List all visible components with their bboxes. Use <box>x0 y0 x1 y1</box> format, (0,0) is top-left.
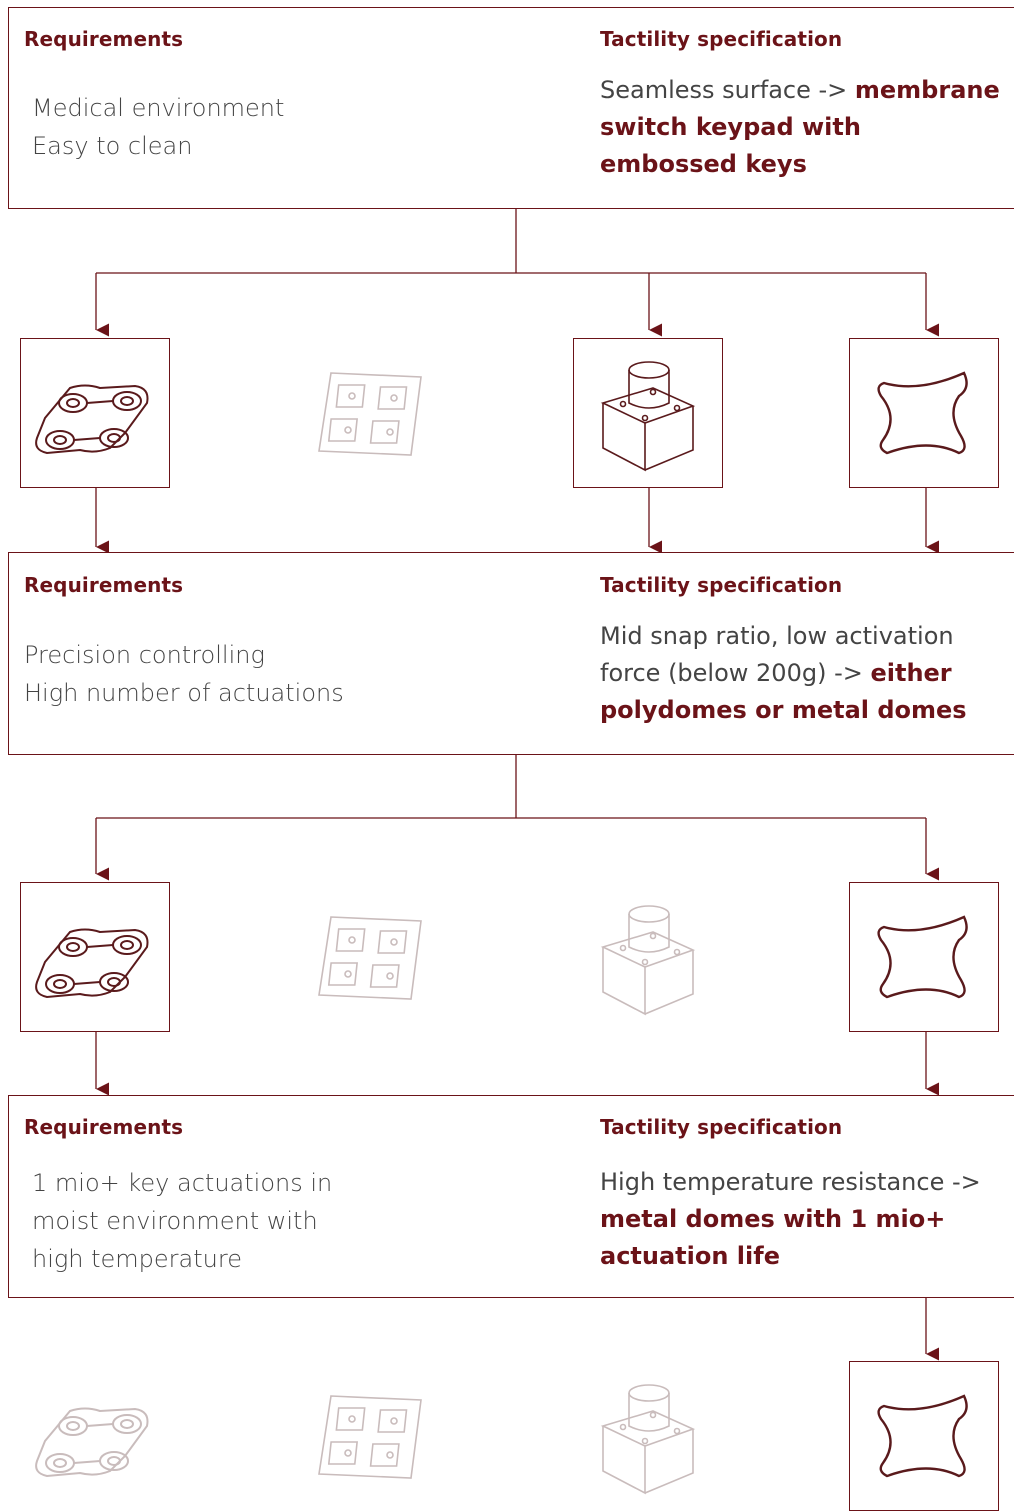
spec-highlight: either polydomes or metal domes <box>600 659 967 724</box>
push-button-icon <box>600 905 696 1016</box>
requirements-heading-1: Requirements <box>24 27 184 51</box>
option-metal-dome-selected <box>849 1361 999 1511</box>
requirements-text-1: Medical environment Easy to clean <box>32 89 284 165</box>
spec-text-2: Mid snap ratio, low activation force (be… <box>600 618 995 729</box>
spec-heading-1: Tactility specification <box>600 27 843 51</box>
option-keypad-grid-faded <box>296 338 446 488</box>
spec-highlight: membrane switch keypad with embossed key… <box>600 76 1000 178</box>
push-button-icon <box>600 1384 696 1495</box>
spec-plain: Seamless surface -> <box>600 76 855 104</box>
metal-dome-icon <box>877 1394 968 1478</box>
spec-highlight: metal domes with 1 mio+ actuation life <box>600 1205 946 1270</box>
option-embossed-keypad-faded <box>20 1361 170 1511</box>
requirements-heading-2: Requirements <box>24 573 184 597</box>
keypad-grid-icon <box>318 372 422 456</box>
spec-text-1: Seamless surface -> membrane switch keyp… <box>600 72 1005 183</box>
stage-panel-3 <box>8 1095 1014 1298</box>
embossed-keypad-icon <box>35 928 149 999</box>
option-keypad-grid-faded <box>296 882 446 1032</box>
option-embossed-keypad-selected <box>20 338 170 488</box>
option-push-button-selected <box>573 338 723 488</box>
metal-dome-icon <box>877 371 968 455</box>
requirement-line: 1 mio+ key actuations in <box>32 1169 333 1197</box>
requirement-line: Precision controlling <box>24 641 265 669</box>
keypad-grid-icon <box>318 916 422 1000</box>
embossed-keypad-icon <box>35 384 149 455</box>
keypad-grid-icon <box>318 1395 422 1479</box>
requirement-line: Easy to clean <box>32 132 193 160</box>
requirement-line: high temperature <box>32 1245 242 1273</box>
option-push-button-faded <box>573 1361 723 1511</box>
requirement-line: Medical environment <box>32 94 285 122</box>
embossed-keypad-icon <box>35 1407 149 1478</box>
spec-plain: Mid snap ratio, low activation force (be… <box>600 622 954 687</box>
spec-heading-2: Tactility specification <box>600 573 843 597</box>
stage-panel-2 <box>8 552 1014 755</box>
stage-panel-1 <box>8 7 1014 209</box>
spec-heading-3: Tactility specification <box>600 1115 843 1139</box>
option-metal-dome-selected <box>849 338 999 488</box>
option-push-button-faded <box>573 882 723 1032</box>
spec-text-3: High temperature resistance -> metal dom… <box>600 1164 1000 1275</box>
requirements-heading-3: Requirements <box>24 1115 184 1139</box>
option-embossed-keypad-selected <box>20 882 170 1032</box>
requirements-text-2: Precision controlling High number of act… <box>24 636 344 712</box>
requirements-text-3: 1 mio+ key actuations in moist environme… <box>32 1164 332 1278</box>
requirement-line: moist environment with <box>32 1207 318 1235</box>
option-keypad-grid-faded <box>296 1361 446 1511</box>
metal-dome-icon <box>877 915 968 999</box>
requirement-line: High number of actuations <box>24 679 344 707</box>
option-metal-dome-selected <box>849 882 999 1032</box>
spec-plain: High temperature resistance -> <box>600 1168 981 1196</box>
push-button-icon <box>600 361 696 472</box>
